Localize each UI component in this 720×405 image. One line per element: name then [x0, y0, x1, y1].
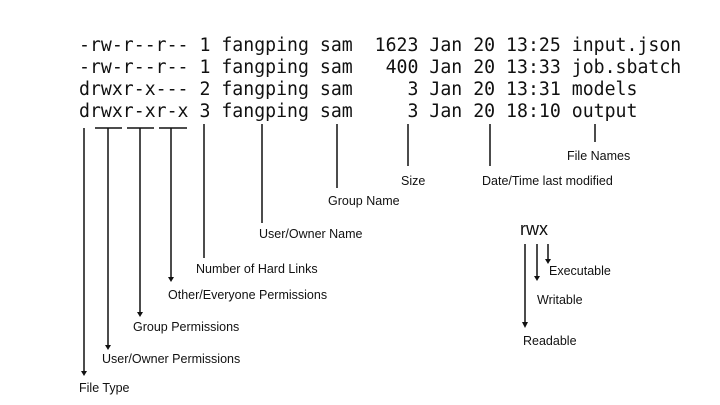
user-perms-label: User/Owner Permissions	[102, 352, 241, 366]
group-name-label: Group Name	[328, 194, 400, 208]
ls-line: drwxr-xr-x 3 fangping sam 3 Jan 20 18:10…	[79, 101, 638, 122]
date-time-label: Date/Time last modified	[482, 174, 613, 188]
readable-label: Readable	[523, 334, 577, 348]
writable-arrowhead	[534, 276, 540, 281]
executable-label: Executable	[549, 264, 611, 278]
owner-name-label: User/Owner Name	[259, 227, 363, 241]
rwx-title: rwx	[520, 219, 548, 239]
ls-line: -rw-r--r-- 1 fangping sam 1623 Jan 20 13…	[79, 35, 682, 56]
other-perms-label: Other/Everyone Permissions	[168, 288, 328, 302]
readable-arrowhead	[522, 322, 528, 328]
file-type-arrowhead	[81, 371, 87, 376]
file-names-label: File Names	[567, 149, 631, 163]
file-type-label: File Type	[79, 381, 130, 395]
ls-line: drwxr-x--- 2 fangping sam 3 Jan 20 13:31…	[79, 79, 638, 100]
group-perms-label: Group Permissions	[133, 320, 240, 334]
writable-label: Writable	[537, 293, 583, 307]
executable-arrowhead	[545, 259, 551, 264]
hard-links-label: Number of Hard Links	[196, 262, 318, 276]
group-perms-arrowhead	[137, 312, 143, 317]
size-label: Size	[401, 174, 426, 188]
other-perms-arrowhead	[168, 277, 174, 282]
ls-line: -rw-r--r-- 1 fangping sam 400 Jan 20 13:…	[79, 57, 682, 78]
user-perms-arrowhead	[105, 345, 111, 350]
